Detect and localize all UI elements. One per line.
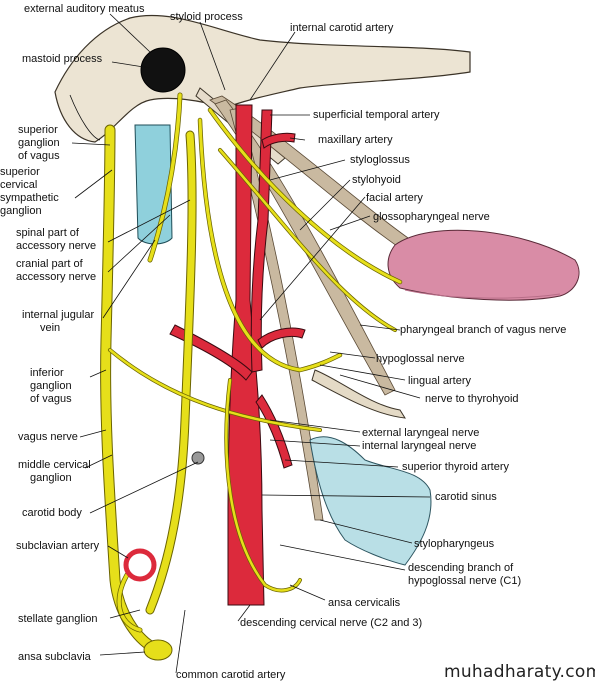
maxillary-artery-branch — [261, 132, 296, 149]
label-lingual-artery: lingual artery — [408, 375, 471, 387]
label-common-carotid: common carotid artery — [176, 669, 286, 681]
skull-base — [54, 14, 471, 143]
label-spinal-accessory-1: spinal part of — [16, 227, 80, 239]
watermark: muhadharaty.com — [444, 662, 595, 682]
label-superior-cervical-2: cervical — [0, 179, 37, 191]
label-inferior-ganglion-3: of vagus — [30, 393, 72, 405]
label-mastoid-process: mastoid process — [22, 53, 103, 65]
internal-jugular-vein — [134, 124, 173, 245]
label-superior-cervical-3: sympathetic — [0, 192, 59, 204]
label-pharyngeal-branch: pharyngeal branch of vagus nerve — [400, 324, 566, 336]
label-hypoglossal-nerve: hypoglossal nerve — [376, 353, 465, 365]
label-cranial-accessory-1: cranial part of — [16, 258, 84, 270]
ansa-subclavia-loop — [116, 567, 143, 633]
label-stylopharyngeus: stylopharyngeus — [414, 538, 495, 550]
label-internal-carotid-artery: internal carotid artery — [290, 22, 394, 34]
label-spinal-accessory-2: accessory nerve — [16, 240, 96, 252]
label-descending-hypoglossal-2: hypoglossal nerve (C1) — [408, 575, 521, 587]
tongue — [387, 229, 580, 301]
accessory-nerve — [147, 92, 183, 263]
label-descending-cervical: descending cervical nerve (C2 and 3) — [240, 617, 422, 629]
label-stylohyoid: stylohyoid — [352, 174, 401, 186]
sympathetic-trunk — [145, 130, 197, 615]
label-external-auditory-meatus: external auditory meatus — [24, 3, 145, 15]
stellate-ganglion-node — [143, 639, 173, 661]
thyroid-cartilage — [309, 436, 432, 566]
label-internal-jugular-1: internal jugular — [22, 309, 94, 321]
label-inferior-ganglion-1: inferior — [30, 367, 64, 379]
label-carotid-body: carotid body — [22, 507, 82, 519]
label-superior-thyroid: superior thyroid artery — [402, 461, 509, 473]
label-superior-cervical-1: superior — [0, 166, 40, 178]
label-styloglossus: styloglossus — [350, 154, 410, 166]
label-cranial-accessory-2: accessory nerve — [16, 271, 96, 283]
label-external-laryngeal: external laryngeal nerve — [362, 427, 479, 439]
label-styloid-process: styloid process — [170, 11, 243, 23]
subclavian-artery-section — [123, 548, 157, 582]
glossopharyngeal-nerve-path — [207, 107, 403, 285]
label-facial-artery: facial artery — [366, 192, 423, 204]
label-ansa-cervicalis: ansa cervicalis — [328, 597, 401, 609]
external-carotid-artery — [250, 109, 273, 373]
label-ansa-subclavia: ansa subclavia — [18, 651, 92, 663]
label-superior-ganglion-3: of vagus — [18, 150, 60, 162]
label-descending-hypoglossal-1: descending branch of — [408, 562, 514, 574]
label-middle-cervical-1: middle cervical — [18, 459, 91, 471]
mastoid-contour — [69, 94, 101, 141]
pharyngeal-branch-path — [218, 148, 397, 332]
laryngeal-nerves-path — [108, 348, 322, 432]
label-nerve-to-thyrohyoid: nerve to thyrohyoid — [425, 393, 519, 405]
label-subclavian-artery: subclavian artery — [16, 540, 100, 552]
label-superior-ganglion-1: superior — [18, 124, 58, 136]
labels: external auditory meatus styloid process… — [0, 3, 566, 681]
label-carotid-sinus: carotid sinus — [435, 491, 497, 503]
label-stellate-ganglion: stellate ganglion — [18, 613, 98, 625]
leader-lines — [71, 13, 431, 674]
label-superior-ganglion-2: ganglion — [18, 137, 60, 149]
hypoglossal-nerve-path — [197, 117, 343, 373]
label-internal-laryngeal: internal laryngeal nerve — [362, 440, 476, 452]
label-superficial-temporal-artery: superficial temporal artery — [313, 109, 440, 121]
label-internal-jugular-2: vein — [40, 322, 60, 334]
hyoid-bone — [311, 369, 406, 419]
tongue-underside — [404, 289, 561, 299]
label-inferior-ganglion-2: ganglion — [30, 380, 72, 392]
label-maxillary-artery: maxillary artery — [318, 134, 393, 146]
carotid-body-node — [191, 451, 205, 465]
label-middle-cervical-2: ganglion — [30, 472, 72, 484]
ansa-cervicalis-path — [224, 378, 302, 593]
auditory-meatus-opening — [140, 47, 186, 93]
label-glossopharyngeal-nerve: glossopharyngeal nerve — [373, 211, 490, 223]
label-superior-cervical-4: ganglion — [0, 205, 42, 217]
label-vagus-nerve: vagus nerve — [18, 431, 78, 443]
superior-thyroid-artery-branch — [255, 394, 293, 469]
facial-artery-branch — [257, 327, 306, 349]
